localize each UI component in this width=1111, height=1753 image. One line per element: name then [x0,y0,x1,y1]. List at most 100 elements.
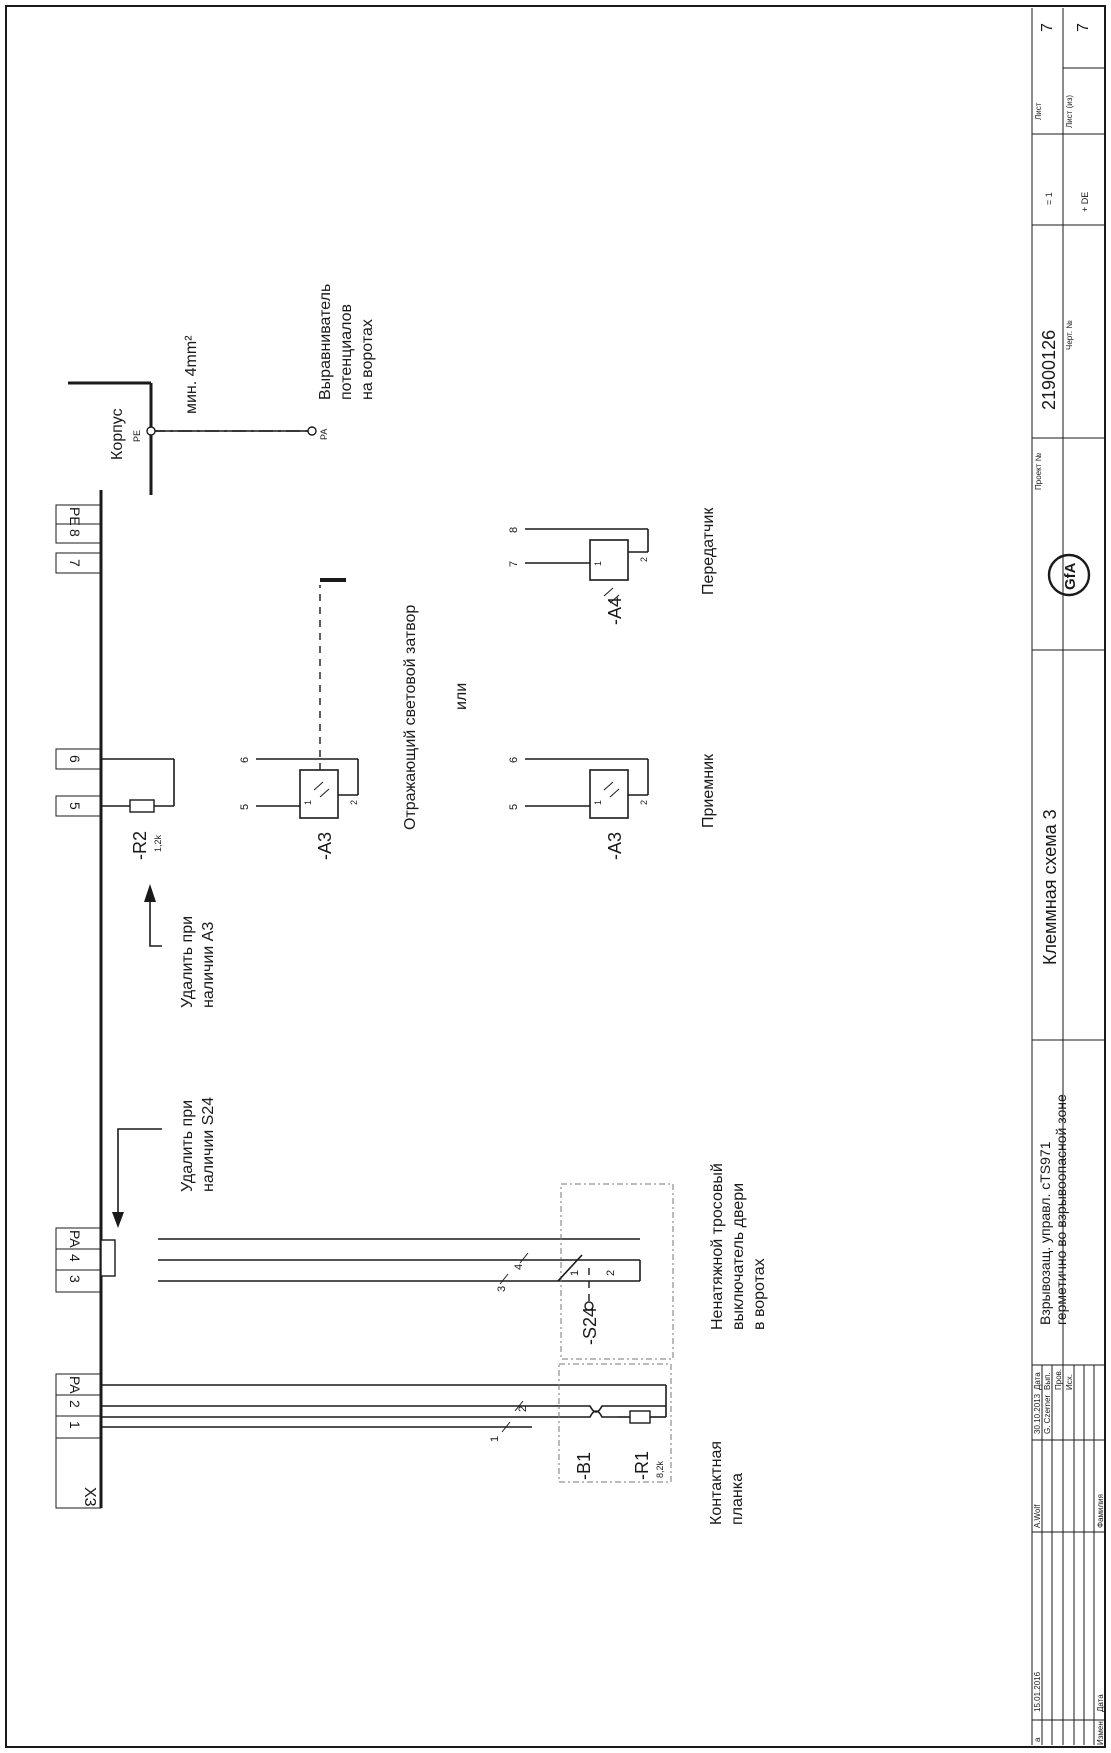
pa-label: PA [319,429,329,440]
r1-value: 8,2k [655,1460,665,1478]
revision-marker: a [1033,1737,1042,1742]
project-number: 21900126 [1039,330,1059,410]
remove-a3-line-2: наличии A3 [200,922,217,1008]
b1-pin-2: 2 [517,1406,529,1412]
description-line-2: герметично во взрывоопасной зоне [1053,1094,1069,1325]
sheet-of-label: Лист (из) [1065,95,1074,128]
location-code: + DE [1080,192,1090,212]
contact-strip-circuit: 1 2 -B1 -R1 8,2k Контактная планка [101,1363,746,1525]
a3p-pin-6: 6 [508,757,520,763]
drawn-value: G. Czerner [1043,1395,1052,1434]
equipotential-bonding: Корпус PE PA мин. 4mm² Выравниватель пот… [68,284,376,495]
equalizer-line-3: на воротах [359,319,376,400]
rope-switch-label-3: в воротах [751,1258,768,1330]
pe-label: PE [132,430,142,442]
terminal-strip-name: X3 [81,1487,98,1507]
s24-pin-3: 3 [496,1286,508,1292]
equalizer-line-2: потенциалов [338,304,355,400]
a3p-contact-2: 2 [639,800,649,805]
r2-ref: -R2 [130,831,150,860]
sheet-frame [5,5,1106,1748]
terminal-pe: PE [67,507,83,526]
remove-s24-note: Удалить при наличии S24 [112,1097,217,1228]
b1-ref: -B1 [574,1452,594,1480]
terminal-8: 8 [67,529,83,537]
a3p-pin-5: 5 [508,804,520,810]
resistor-r2 [129,799,155,813]
transmitter-label: Передатчик [700,507,717,595]
a4-contact-1: 1 [593,561,603,566]
housing-label: Корпус [109,408,126,460]
surname-label: Фамилия [1096,1494,1105,1528]
rope-switch-label-1: Ненатяжной тросовый [709,1163,726,1330]
terminal-3: 3 [67,1275,83,1283]
function-code: = 1 [1044,192,1054,205]
a3-receiver: 5 6 1 2 -A3 Приемник [508,753,717,860]
sheet-number: 7 [1039,23,1056,32]
terminal-4: 4 [67,1254,83,1262]
min-cross-section: мин. 4mm² [183,335,200,414]
a4-pin-8: 8 [508,527,520,533]
terminal-7: 7 [67,559,83,567]
terminal-pa-2: PA [67,1230,83,1248]
pa-bridge [100,1239,116,1277]
a3-reflect-ref: -A3 [315,832,335,860]
light-arrows-icon [603,781,620,798]
date-value: 30.10.2013 [1033,1393,1042,1434]
receiver-label: Приемник [700,753,717,828]
s24-pin-4: 4 [513,1264,525,1270]
terminal-2: 2 [67,1400,83,1408]
checked-label: Пров. [1054,1369,1063,1390]
terminal-strip-x3: X3 1 2 PA 3 4 PA 5 6 7 8 PE [55,490,103,1509]
remove-a3-line-1: Удалить при [179,916,196,1008]
terminal-6: 6 [67,755,83,763]
drawn-label: Вып. [1043,1372,1052,1390]
terminal-1: 1 [67,1421,83,1429]
rope-switch-label-2: выключатель двери [730,1183,747,1330]
sheet-total: 7 [1075,23,1092,32]
light-arrows-icon [313,781,330,798]
drawing-title: Клеммная схема 3 [1040,809,1060,965]
terminal-5: 5 [67,802,83,810]
remove-s24-line-1: Удалить при [179,1100,196,1192]
a4-contact-2: 2 [639,557,649,562]
resistor-r2-circuit: -R2 1,2k [101,758,175,860]
remove-a3-note: Удалить при наличии A3 [144,884,217,1008]
logo-text: GfA [1062,562,1079,590]
contact-strip-label-1: Контактная [708,1441,725,1525]
revision-date: 15.01.2016 [1033,1671,1042,1712]
a3r-pin-6: 6 [239,757,251,763]
s24-contact-1: 1 [569,1270,581,1276]
equalizer-line-1: Выравниватель [317,284,334,400]
contact-strip-label-2: планка [729,1473,746,1525]
company-logo: GfA [1047,553,1091,597]
title-block: Лист 7 Лист (из) 7 = 1 + DE Проект № 219… [1031,8,1105,1745]
standard-label: Исх. [1065,1374,1074,1390]
r2-value: 1,2k [153,834,163,852]
revision-name: A.Wolf [1033,1504,1042,1528]
a3-reflective-barrier: 5 6 1 2 -A3 Отражающий световой затвор [239,578,419,860]
a3p-contact-1: 1 [593,800,603,805]
remove-s24-line-2: наличии S24 [200,1097,217,1192]
b1-pin-1: 1 [489,1436,501,1442]
a4-pin-7: 7 [508,561,520,567]
s24-ref: -S24 [580,1307,600,1345]
r1-ref: -R1 [632,1451,652,1480]
rev-date-label: Дата [1096,1694,1105,1712]
a3r-pin-5: 5 [239,804,251,810]
reflect-barrier-label: Отражающий световой затвор [402,605,419,830]
project-label: Проект № [1034,452,1043,490]
change-label: Измен. [1096,1719,1105,1745]
description-line-1: Взрывозащ. управл. cTS971 [1037,1141,1053,1325]
date-label: Дата [1033,1372,1042,1390]
resistor-r1 [629,1410,651,1424]
a4-ref: -A4 [605,597,625,625]
or-label: или [453,683,470,710]
light-arrows-icon [603,587,620,604]
terminal-pa-1: PA [67,1376,83,1394]
a3r-contact-1: 1 [303,800,313,805]
sheet-label: Лист [1034,102,1043,120]
s24-contact-2: 2 [605,1270,617,1276]
a3r-contact-2: 2 [349,800,359,805]
